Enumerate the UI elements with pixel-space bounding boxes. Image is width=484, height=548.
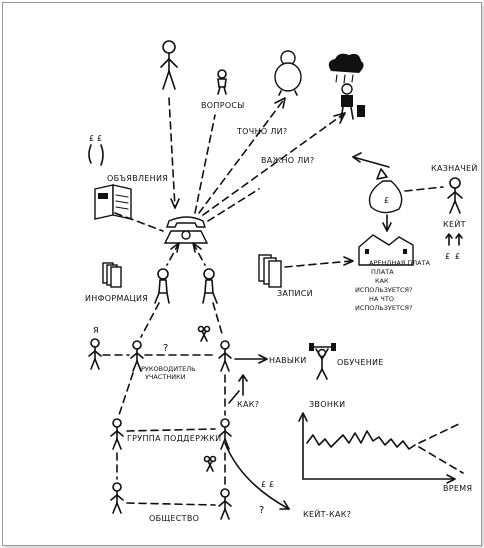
notebook-icon (94, 184, 132, 220)
information-pages-icon (102, 262, 122, 288)
label-leader: РУКОВОДИТЕЛЬ (141, 365, 196, 373)
figure-right-under-phone (202, 268, 218, 304)
treasurer-figure (447, 177, 463, 214)
label-how: КАК (375, 277, 389, 285)
figure-support-left (110, 418, 124, 450)
calls-projection-down (418, 446, 464, 474)
label-what-for: НА ЧТО (369, 295, 394, 303)
small-figure (217, 69, 227, 95)
calls-trend-line (306, 430, 416, 450)
figure-society-left (110, 482, 124, 514)
label-society: ОБЩЕСТВО (149, 514, 199, 523)
question-mark-lower: ? (259, 505, 264, 516)
stick-figure-top (160, 40, 178, 90)
currency-icon-lower-2: £ (269, 480, 274, 489)
currency-icon-lower: £ (261, 480, 266, 489)
link-phone-right-figure (192, 242, 206, 266)
figure-left-under-phone (154, 268, 170, 304)
label-rent: АРЕНДНАЯ ПЛАТА (369, 259, 431, 267)
label-calls: ЗВОНКИ (309, 400, 345, 409)
currency-icon-ads: £ (89, 134, 94, 143)
link-phone-round-person (198, 97, 286, 214)
link-ads-phone (114, 212, 164, 232)
label-accurate: ТОЧНО ЛИ? (236, 127, 287, 136)
currency-icon-bag: £ (384, 196, 389, 205)
arrow-currency-ads (88, 144, 92, 164)
label-kate-how: КЕЙТ-КАК? (303, 508, 351, 519)
label-what-for-used: ИСПОЛЬЗУЕТСЯ? (355, 304, 412, 312)
currency-icon-kate: £ (445, 252, 450, 261)
sad-person-under-cloud-icon (328, 53, 365, 120)
label-important: ВАЖНО ЛИ? (261, 156, 314, 165)
records-stack-icon (258, 254, 282, 288)
label-me: Я (93, 326, 99, 335)
label-ads: ОБЪЯВЛЕНИЯ (107, 174, 168, 183)
link-phone-questions (194, 114, 216, 214)
weightlifter-icon (309, 343, 336, 380)
label-participants: УЧАСТНИКИ (145, 373, 186, 381)
label-how-used: ИСПОЛЬЗУЕТСЯ? (355, 286, 412, 294)
figure-me (88, 338, 102, 370)
figure-society-right (218, 488, 232, 520)
label-questions: ВОПРОСЫ (201, 101, 245, 110)
calls-chart (298, 412, 464, 484)
link-phone-cloud-person (202, 112, 346, 216)
telephone-icon (163, 216, 209, 244)
figure-leader (130, 340, 144, 372)
helpline-diagram: ВОПРОСЫ ТОЧНО ЛИ? ВАЖНО ЛИ? £ £ ОБЪЯВЛЕН… (85, 40, 478, 523)
arrow-bag-up (352, 156, 390, 168)
arrow-to-kate-how (224, 442, 290, 510)
figure-participant (218, 340, 232, 372)
calls-projection-up (418, 422, 462, 444)
label-info: ИНФОРМАЦИЯ (85, 294, 148, 303)
link-phone-important (207, 188, 260, 222)
link-records-rent (284, 260, 352, 268)
question-mark-middle: ? (163, 343, 168, 354)
label-time: ВРЕМЯ (443, 484, 472, 493)
scissors-icon-lower (203, 455, 217, 472)
label-how-q: КАК? (237, 400, 259, 409)
currency-icon-ads-2: £ (97, 134, 102, 143)
label-rent-line2: ПЛАТА (371, 268, 394, 276)
link-top-person-phone (168, 97, 176, 209)
label-records: ЗАПИСИ (277, 289, 313, 298)
currency-icon-kate-2: £ (455, 252, 460, 261)
figure-support-right (218, 418, 232, 450)
label-treasurer: КАЗНАЧЕЙ (431, 162, 478, 173)
building-icon (358, 234, 414, 266)
link-treasurer-bag (404, 186, 444, 192)
label-kate: КЕЙТ (443, 218, 466, 229)
label-support-group: ГРУППА ПОДДЕРЖКИ (127, 434, 221, 443)
label-training: ОБУЧЕНИЕ (337, 358, 384, 367)
round-person-icon (274, 50, 302, 96)
scissors-icon (197, 325, 211, 342)
label-skills: НАВЫКИ (269, 356, 307, 365)
link-phone-left-figure (166, 242, 180, 266)
money-bag-icon: £ (368, 168, 403, 214)
